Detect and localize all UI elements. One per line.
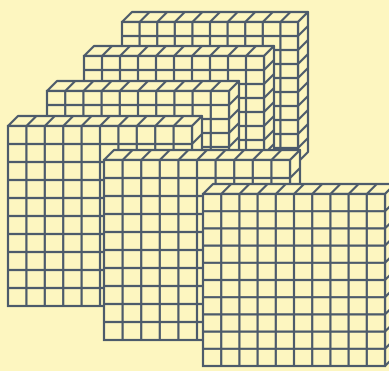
hundred-flats-group [8,12,389,366]
hundred-flat [203,184,389,366]
